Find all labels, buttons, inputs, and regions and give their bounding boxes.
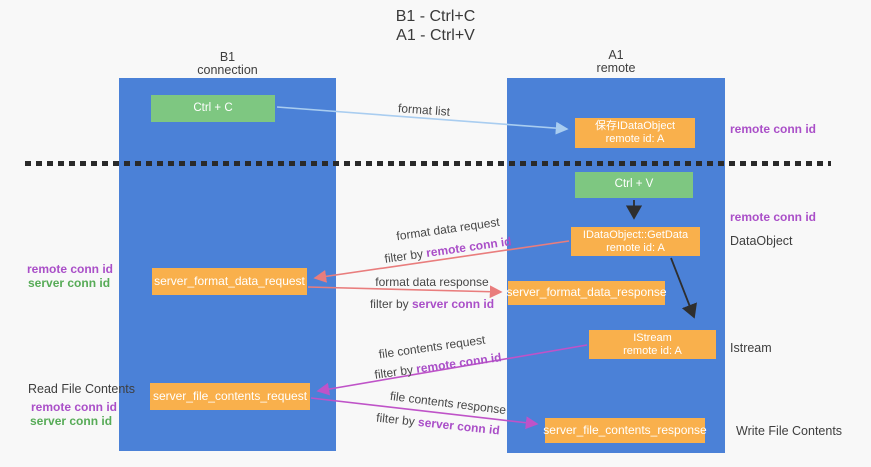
label-istream: Istream <box>730 341 772 355</box>
getdata-line2: remote id: A <box>606 241 665 254</box>
legend-file-remote-conn-id: remote conn id <box>31 400 118 414</box>
label-dataobject: DataObject <box>730 234 793 248</box>
server-conn-id-text: server conn id <box>417 414 501 438</box>
server-format-data-response-label: server_format_data_response <box>506 285 667 300</box>
node-server-format-data-request: server_format_data_request <box>152 268 307 295</box>
remote-conn-id-text: remote conn id <box>425 234 513 260</box>
server-format-data-request-label: server_format_data_request <box>154 273 305 288</box>
label-remote-conn-id-mid: remote conn id <box>730 210 817 224</box>
server-file-contents-request-label: server_file_contents_request <box>152 388 308 403</box>
a1-title: A1 <box>608 48 624 62</box>
getdata-line1: IDataObject::GetData <box>582 228 689 241</box>
label-read-file-contents: Read File Contents <box>28 382 136 396</box>
label-write-file-contents: Write File Contents <box>736 424 843 438</box>
server-conn-id-text: server conn id <box>411 297 495 311</box>
copy-paste-separator-line <box>25 161 831 166</box>
label-format-data-response: format data response <box>375 275 489 289</box>
filter-by-text: filter by <box>383 246 428 266</box>
node-server-file-contents-response: server_file_contents_response <box>543 418 707 443</box>
label-filter-by-server-1: filter by server conn id <box>370 297 494 311</box>
filter-by-text: filter by <box>369 297 412 311</box>
label-remote-conn-id-top: remote conn id <box>730 122 817 136</box>
save-dataobject-line1: 保存IDataObject <box>594 120 676 132</box>
ctrl-c-label: Ctrl + C <box>193 101 233 114</box>
legend-format-server-conn-id: server conn id <box>28 276 111 290</box>
node-server-file-contents-request: server_file_contents_request <box>150 383 310 410</box>
label-format-list: format list <box>397 101 451 119</box>
node-save-dataobject: 保存IDataObject remote id: A <box>575 118 695 148</box>
title-line-1: B1 - Ctrl+C <box>395 8 476 25</box>
ctrl-v-label: Ctrl + V <box>614 178 654 191</box>
save-dataobject-line2: remote id: A <box>605 133 665 145</box>
a1-subtitle: remote <box>596 61 636 75</box>
node-istream: IStream remote id: A <box>589 330 716 359</box>
column-header-b1: B1 connection <box>119 51 336 77</box>
server-file-contents-response-label: server_file_contents_response <box>543 422 707 437</box>
istream-line2: remote id: A <box>623 344 682 357</box>
node-ctrl-c: Ctrl + C <box>151 95 275 122</box>
filter-by-text: filter by <box>373 362 418 382</box>
node-server-format-data-response: server_format_data_response <box>506 281 667 305</box>
filter-by-text: filter by <box>375 410 419 429</box>
diagram-title: B1 - Ctrl+C A1 - Ctrl+V <box>0 7 871 45</box>
istream-line1: IStream <box>633 331 672 344</box>
column-header-a1: A1 remote <box>507 49 725 75</box>
b1-subtitle: connection <box>197 63 258 77</box>
legend-file-server-conn-id: server conn id <box>30 414 113 428</box>
title-line-2: A1 - Ctrl+V <box>396 27 475 44</box>
node-ctrl-v: Ctrl + V <box>575 172 693 198</box>
b1-title: B1 <box>219 50 236 64</box>
label-filter-by-server-2: filter by server conn id <box>376 411 501 438</box>
legend-format-remote-conn-id: remote conn id <box>27 262 114 276</box>
node-idataobject-getdata: IDataObject::GetData remote id: A <box>571 227 700 256</box>
